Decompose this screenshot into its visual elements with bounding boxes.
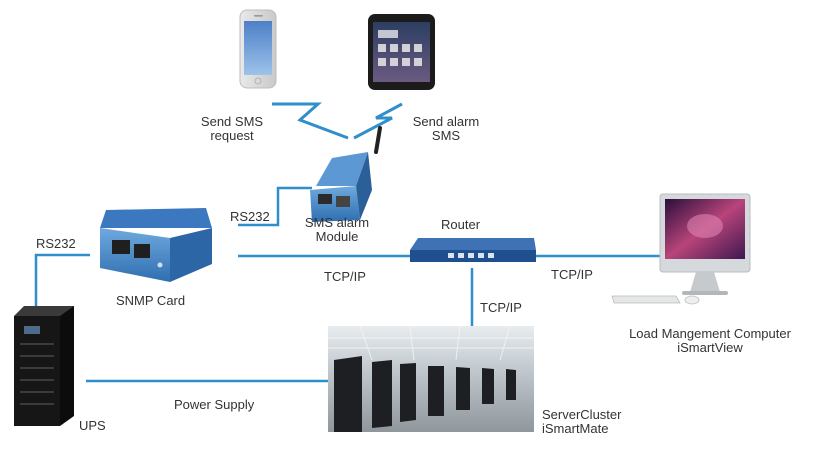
rs232-module-line bbox=[238, 186, 312, 227]
desktop-computer-icon bbox=[611, 193, 751, 305]
sms-modem-icon bbox=[310, 126, 382, 222]
connection-lines bbox=[34, 102, 662, 383]
router-label: Router bbox=[441, 217, 481, 232]
rs232-module-label: RS232 bbox=[230, 209, 270, 224]
rs232-ups-label: RS232 bbox=[36, 236, 76, 251]
sms-alarm-wireless-icon bbox=[353, 102, 403, 140]
sms-alarm-label: Send alarm SMS bbox=[400, 115, 492, 143]
computer-label-line1: Load Mangement Computer bbox=[629, 326, 791, 341]
sms-alarm-label-line1: Send alarm bbox=[412, 114, 480, 129]
server-cluster-label-line2: iSmartMate bbox=[542, 421, 609, 436]
tcpip-card-router-label: TCP/IP bbox=[324, 269, 366, 284]
sms-alarm-label-line2: SMS bbox=[431, 128, 461, 143]
tcpip-router-computer-label: TCP/IP bbox=[551, 267, 593, 282]
sms-request-wireless-icon bbox=[272, 102, 349, 140]
server-cluster-label-line1: ServerCluster bbox=[542, 407, 622, 422]
sms-request-label-line1: Send SMS bbox=[200, 114, 264, 129]
computer-label-line2: iSmartView bbox=[677, 340, 743, 355]
rs232-ups-line bbox=[34, 253, 90, 310]
tcpip-router-servers-label: TCP/IP bbox=[480, 300, 522, 315]
router-icon bbox=[410, 238, 536, 262]
computer-label: Load Mangement Computer iSmartView bbox=[612, 327, 808, 355]
sms-module-label: SMS alarm Module bbox=[292, 216, 382, 244]
server-room-icon bbox=[328, 325, 534, 432]
snmp-card-label: SNMP Card bbox=[116, 293, 186, 308]
ups-icon bbox=[14, 306, 74, 426]
sms-request-label-line2: request bbox=[210, 128, 254, 143]
server-cluster-label: ServerCluster iSmartMate bbox=[542, 408, 621, 436]
sms-request-label: Send SMS request bbox=[196, 115, 268, 143]
power-supply-label: Power Supply bbox=[174, 397, 255, 412]
snmp-card-icon bbox=[100, 208, 212, 282]
ups-label: UPS bbox=[79, 418, 106, 433]
sms-module-label-line1: SMS alarm bbox=[304, 215, 370, 230]
iphone-icon bbox=[239, 9, 277, 89]
sms-module-label-line2: Module bbox=[315, 229, 359, 244]
android-phone-icon bbox=[368, 14, 435, 90]
